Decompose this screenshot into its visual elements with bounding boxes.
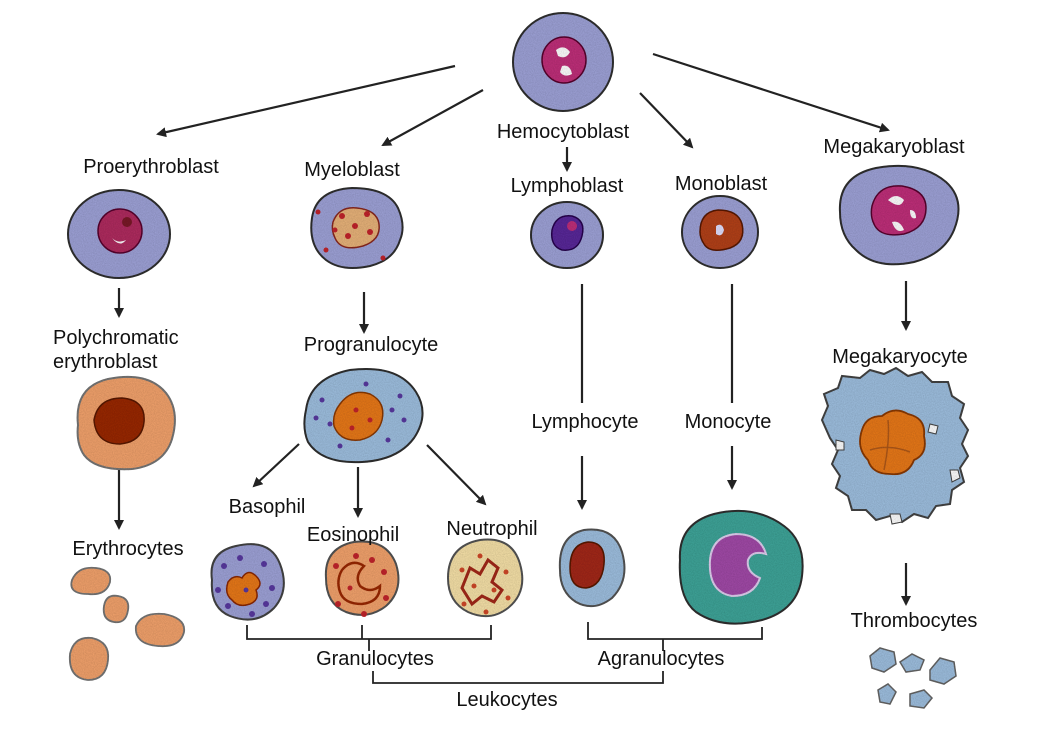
myeloblast-cell	[310, 186, 404, 269]
label-megakaryocyte: Megakaryocyte	[832, 346, 968, 368]
erythrocytes-group	[68, 566, 186, 681]
megakaryoblast-cell	[838, 164, 960, 266]
lymphocyte-cell	[558, 528, 626, 608]
label-polychromatic-line1: Polychromatic	[53, 327, 179, 349]
arrow-to-myeloblast	[381, 89, 484, 146]
label-leukocytes: Leukocytes	[456, 689, 558, 711]
thrombocytes-group	[869, 647, 957, 709]
arrow-to-monoblast	[639, 92, 694, 149]
arrow-to-megakaryoblast	[652, 52, 890, 133]
label-progranulocyte: Progranulocyte	[303, 334, 439, 356]
arrow-to-proerythroblast	[156, 64, 456, 138]
label-erythrocytes: Erythrocytes	[72, 538, 184, 560]
label-basophil: Basophil	[228, 496, 306, 518]
label-hemocytoblast: Hemocytoblast	[496, 121, 630, 143]
hemocytoblast-cell	[512, 12, 614, 112]
label-megakaryoblast: Megakaryoblast	[823, 136, 965, 158]
arrow-to-neutrophil	[426, 444, 487, 506]
label-monocyte: Monocyte	[684, 411, 772, 433]
label-monoblast: Monoblast	[674, 173, 768, 195]
neutrophil-cell	[446, 538, 524, 618]
label-neutrophil: Neutrophil	[446, 518, 538, 540]
label-proerythroblast: Proerythroblast	[83, 156, 219, 178]
polychromatic-erythroblast-cell	[76, 375, 176, 471]
eosinophil-cell	[324, 540, 400, 617]
megakaryocyte-cell	[820, 366, 970, 525]
label-polychromatic-line2: erythroblast	[53, 351, 158, 373]
label-myeloblast: Myeloblast	[304, 159, 400, 181]
basophil-cell	[210, 543, 285, 621]
agranulocytes-bracket	[587, 622, 763, 640]
granulocytes-bracket	[246, 625, 492, 640]
leukocytes-bracket	[372, 671, 664, 684]
label-lymphocyte: Lymphocyte	[531, 411, 639, 433]
progranulocyte-cell	[303, 368, 424, 464]
label-eosinophil: Eosinophil	[306, 524, 400, 546]
proerythroblast-cell	[67, 189, 171, 279]
label-granulocytes: Granulocytes	[316, 648, 434, 670]
monoblast-cell	[681, 195, 759, 269]
arrow-to-basophil	[252, 443, 300, 488]
monocyte-cell	[678, 509, 804, 625]
label-thrombocytes: Thrombocytes	[850, 610, 978, 632]
lymphoblast-cell	[530, 201, 604, 269]
label-lymphoblast: Lymphoblast	[510, 175, 624, 197]
label-agranulocytes: Agranulocytes	[597, 648, 725, 670]
